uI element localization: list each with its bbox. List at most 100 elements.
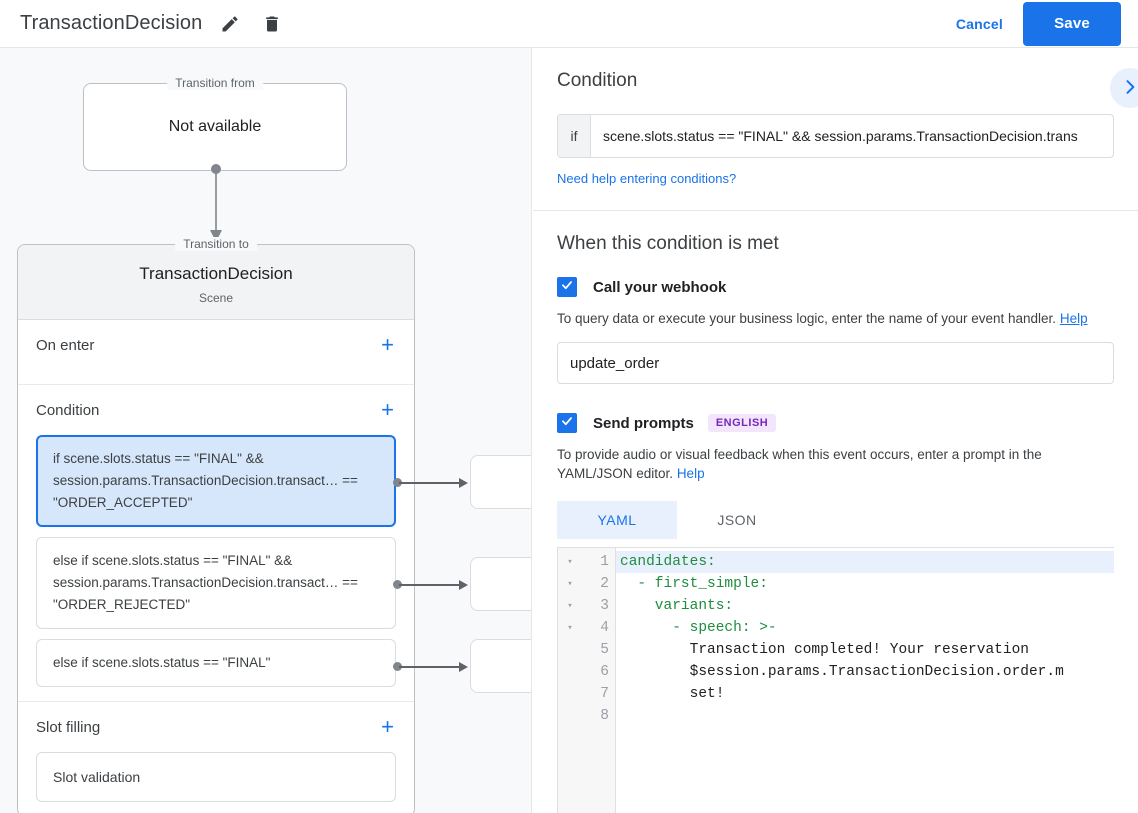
language-badge: ENGLISH bbox=[707, 414, 777, 432]
cancel-button[interactable]: Cancel bbox=[944, 8, 1015, 40]
edge-arrow-2 bbox=[459, 579, 468, 590]
checkmark-icon bbox=[560, 414, 574, 433]
condition-list-item-3[interactable]: else if scene.slots.status == "FINAL" bbox=[36, 639, 396, 687]
add-on-enter-button[interactable]: + bbox=[381, 332, 394, 357]
code-line-number: 1 bbox=[600, 554, 609, 570]
edge-arrow-1 bbox=[459, 477, 468, 488]
page-title: TransactionDecision bbox=[20, 12, 203, 34]
code-line: - speech: >- bbox=[616, 617, 1114, 639]
webhook-handler-input[interactable] bbox=[557, 342, 1114, 384]
send-prompts-helper-text: To provide audio or visual feedback when… bbox=[557, 447, 1042, 481]
transition-from-card: Transition from Not available bbox=[83, 76, 347, 171]
code-fold-arrow[interactable]: ▾ bbox=[567, 623, 573, 633]
code-line-number: 2 bbox=[600, 576, 609, 592]
code-fold-arrow[interactable] bbox=[558, 705, 582, 727]
code-content-area[interactable]: candidates: - first_simple: variants: - … bbox=[616, 548, 1114, 813]
trash-icon bbox=[262, 14, 282, 34]
section-slot-filling: Slot filling + Slot validation bbox=[18, 702, 414, 813]
tab-json[interactable]: JSON bbox=[677, 501, 797, 539]
send-prompts-row: Send prompts ENGLISH bbox=[557, 413, 1114, 433]
save-button[interactable]: Save bbox=[1023, 1, 1121, 46]
condition-input[interactable] bbox=[591, 115, 1113, 157]
chevron-right-icon bbox=[1120, 77, 1138, 100]
webhook-help-link[interactable]: Help bbox=[1059, 311, 1088, 326]
condition-input-row: if bbox=[557, 114, 1114, 158]
scene-graph-canvas: Transition from Not available Transition… bbox=[0, 48, 532, 813]
edge-line-2 bbox=[399, 584, 461, 586]
call-webhook-label: Call your webhook bbox=[593, 278, 727, 296]
code-fold-gutter: ▾ ▾ ▾ ▾ bbox=[558, 548, 582, 813]
code-fold-arrow[interactable] bbox=[558, 639, 582, 661]
send-prompts-block: Send prompts ENGLISH To provide audio or… bbox=[557, 413, 1114, 813]
section-condition: Condition + if scene.slots.status == "FI… bbox=[18, 385, 414, 702]
code-token-key: candidates: bbox=[620, 554, 716, 570]
send-prompts-label: Send prompts bbox=[593, 414, 694, 432]
code-token-key: variants: bbox=[620, 598, 734, 614]
code-line: variants: bbox=[616, 595, 1114, 617]
editor-format-tabs: YAML JSON bbox=[557, 501, 1114, 539]
pencil-icon bbox=[220, 14, 240, 34]
code-line-number: 8 bbox=[600, 708, 609, 724]
call-webhook-helper-text: To query data or execute your business l… bbox=[557, 311, 1057, 326]
send-prompts-helper: To provide audio or visual feedback when… bbox=[557, 445, 1114, 483]
target-node-2[interactable] bbox=[470, 557, 531, 611]
when-condition-met-heading: When this condition is met bbox=[557, 233, 779, 254]
edge-dot-3 bbox=[393, 662, 402, 671]
edge-line-3 bbox=[399, 666, 461, 668]
code-fold-arrow[interactable]: ▾ bbox=[567, 557, 573, 567]
condition-list-item-1[interactable]: if scene.slots.status == "FINAL" && sess… bbox=[36, 435, 396, 527]
checkmark-icon bbox=[560, 278, 574, 297]
code-line: Transaction completed! Your reservation bbox=[616, 639, 1114, 661]
transition-to-legend: Transition to bbox=[175, 237, 257, 251]
if-prefix-label: if bbox=[558, 115, 591, 157]
code-line bbox=[616, 705, 1114, 727]
delete-button[interactable] bbox=[258, 10, 286, 38]
transition-from-legend: Transition from bbox=[167, 76, 263, 90]
send-prompts-checkbox[interactable] bbox=[557, 413, 577, 433]
code-token-text: Transaction completed! Your reservation bbox=[620, 642, 1029, 658]
edge-dot-2 bbox=[393, 580, 402, 589]
code-fold-arrow[interactable]: ▾ bbox=[567, 579, 573, 589]
section-title-slot-filling: Slot filling bbox=[36, 718, 101, 736]
code-line-number: 6 bbox=[600, 664, 609, 680]
expand-panel-button[interactable] bbox=[1110, 68, 1138, 108]
code-token-text: set! bbox=[620, 686, 725, 702]
scene-card-header: TransactionDecision Scene bbox=[18, 245, 414, 320]
edit-title-button[interactable] bbox=[216, 10, 244, 38]
code-line: candidates: bbox=[616, 551, 1114, 573]
section-on-enter: On enter + bbox=[18, 320, 414, 385]
need-help-conditions-link[interactable]: Need help entering conditions? bbox=[557, 171, 737, 186]
edge-dot-1 bbox=[393, 478, 402, 487]
add-condition-button[interactable]: + bbox=[381, 397, 394, 422]
prompts-help-link[interactable]: Help bbox=[676, 466, 705, 481]
code-fold-arrow[interactable] bbox=[558, 661, 582, 683]
code-line-number: 3 bbox=[600, 598, 609, 614]
code-token-key: - speech: >- bbox=[620, 620, 777, 636]
top-app-bar: TransactionDecision Cancel Save bbox=[0, 0, 1138, 48]
add-slot-filling-button[interactable]: + bbox=[381, 714, 394, 739]
target-node-1[interactable] bbox=[470, 455, 531, 509]
details-panel: Condition if Need help entering conditio… bbox=[533, 48, 1138, 813]
transition-from-value: Not available bbox=[168, 118, 262, 135]
scene-type-label: Scene bbox=[198, 291, 234, 305]
condition-heading: Condition bbox=[557, 70, 638, 91]
code-fold-arrow[interactable] bbox=[558, 683, 582, 705]
call-webhook-checkbox[interactable] bbox=[557, 277, 577, 297]
code-line-number: 4 bbox=[600, 620, 609, 636]
code-line: - first_simple: bbox=[616, 573, 1114, 595]
code-line-number: 7 bbox=[600, 686, 609, 702]
code-token-text: $session.params.TransactionDecision.orde… bbox=[620, 664, 1064, 680]
transition-connector-arrow bbox=[210, 164, 222, 242]
condition-list-item-2[interactable]: else if scene.slots.status == "FINAL" &&… bbox=[36, 537, 396, 629]
code-fold-arrow[interactable]: ▾ bbox=[567, 601, 573, 611]
code-token-key: - first_simple: bbox=[620, 576, 768, 592]
condition-editor-section: Condition if Need help entering conditio… bbox=[533, 48, 1138, 211]
tab-yaml[interactable]: YAML bbox=[557, 501, 677, 539]
target-node-3[interactable] bbox=[470, 639, 531, 693]
when-condition-met-section: When this condition is met Call your web… bbox=[533, 211, 1138, 813]
slot-validation-item[interactable]: Slot validation bbox=[36, 752, 396, 802]
call-webhook-helper: To query data or execute your business l… bbox=[557, 309, 1114, 328]
code-line: set! bbox=[616, 683, 1114, 705]
